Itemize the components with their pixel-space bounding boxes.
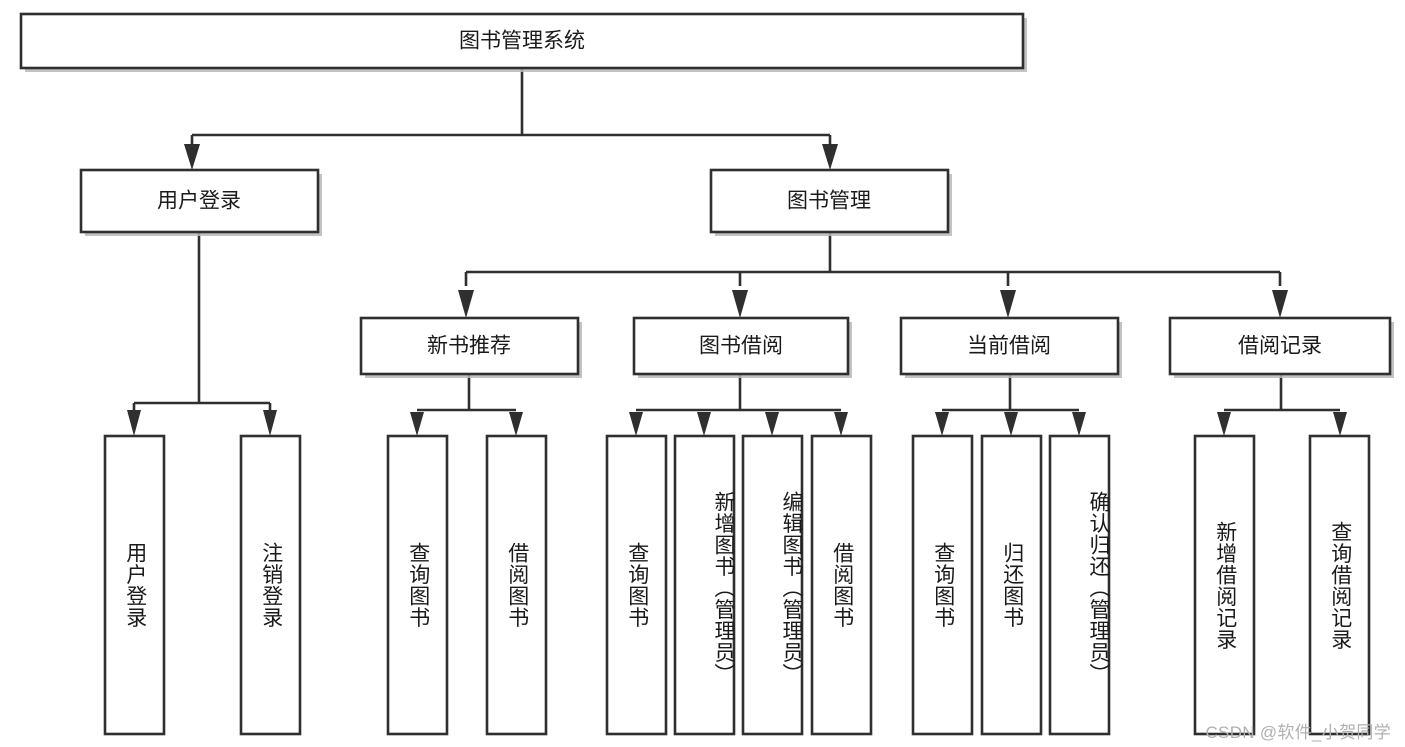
node-borrow-record[interactable]: 借阅记录 (1168, 316, 1392, 376)
arrow-head-book-management (822, 144, 838, 170)
node-book-management-box[interactable] (709, 168, 950, 234)
node-leaf-return-book-box[interactable] (980, 434, 1043, 736)
node-leaf-confirm-return-box[interactable] (1048, 434, 1111, 736)
arrow-head-leaf-add-record (1217, 412, 1231, 436)
arrow-head-leaf-borrow-book-2 (834, 412, 848, 436)
node-borrow-record-label: 借阅记录 (1238, 335, 1322, 358)
node-leaf-user-login-box[interactable] (103, 434, 166, 736)
node-leaf-query-book-2-box[interactable] (605, 434, 668, 736)
arrow-head-book-borrow (732, 290, 748, 318)
node-leaf-borrow-book-2-box[interactable] (810, 434, 873, 736)
node-leaf-query-book-1-box[interactable] (386, 434, 449, 736)
arrow-head-leaf-query-book-2 (629, 412, 643, 436)
node-current-borrow-label: 当前借阅 (967, 335, 1051, 358)
arrow-head-leaf-user-login (127, 410, 141, 436)
node-leaf-query-book-3-box[interactable] (911, 434, 974, 736)
node-root-box[interactable] (19, 12, 1025, 70)
node-book-management[interactable]: 图书管理 (709, 168, 950, 234)
node-leaf-user-logout-box[interactable] (239, 434, 302, 736)
node-leaf-add-book-box[interactable] (673, 434, 736, 736)
node-leaf-edit-book-box[interactable] (741, 434, 804, 736)
arrow-head-new-book-recommend (458, 290, 474, 318)
node-new-book-recommend[interactable]: 新书推荐 (359, 316, 580, 376)
arrow-head-leaf-return-book (1004, 412, 1018, 436)
arrow-head-leaf-confirm-return (1072, 412, 1086, 436)
node-book-borrow[interactable]: 图书借阅 (632, 316, 850, 376)
node-user-login-label: 用户登录 (157, 190, 241, 213)
leaf-box-layer[interactable] (103, 434, 1371, 736)
arrow-head-leaf-user-logout (263, 410, 277, 436)
node-current-borrow[interactable]: 当前借阅 (899, 316, 1120, 376)
node-book-borrow-label: 图书借阅 (699, 335, 783, 358)
arrow-head-leaf-borrow-book-1 (509, 412, 523, 436)
arrow-head-user-login (184, 144, 200, 170)
node-book-management-label: 图书管理 (787, 190, 871, 213)
arrow-head-leaf-add-book (697, 412, 711, 436)
arrow-head-leaf-query-record (1333, 412, 1347, 436)
node-current-borrow-box[interactable] (899, 316, 1120, 376)
csdn-watermark: CSDN @软件_小贺同学 (1205, 723, 1391, 742)
arrow-head-current-borrow (1000, 290, 1016, 318)
node-user-login-box[interactable] (79, 168, 320, 234)
node-root-label: 图书管理系统 (459, 30, 585, 53)
arrow-head-leaf-edit-book (765, 412, 779, 436)
arrow-head-leaf-query-book-3 (935, 412, 949, 436)
arrow-head-leaf-query-book-1 (410, 412, 424, 436)
node-root[interactable]: 图书管理系统 (19, 12, 1025, 70)
connector-layer (127, 68, 1347, 436)
node-book-borrow-box[interactable] (632, 316, 850, 376)
node-leaf-add-record-box[interactable] (1193, 434, 1256, 736)
node-user-login[interactable]: 用户登录 (79, 168, 320, 234)
node-new-book-recommend-label: 新书推荐 (427, 335, 511, 358)
node-borrow-record-box[interactable] (1168, 316, 1392, 376)
node-new-book-recommend-box[interactable] (359, 316, 580, 376)
node-leaf-borrow-book-1-box[interactable] (485, 434, 548, 736)
arrow-head-borrow-record (1272, 290, 1288, 318)
node-leaf-query-record-box[interactable] (1308, 434, 1371, 736)
